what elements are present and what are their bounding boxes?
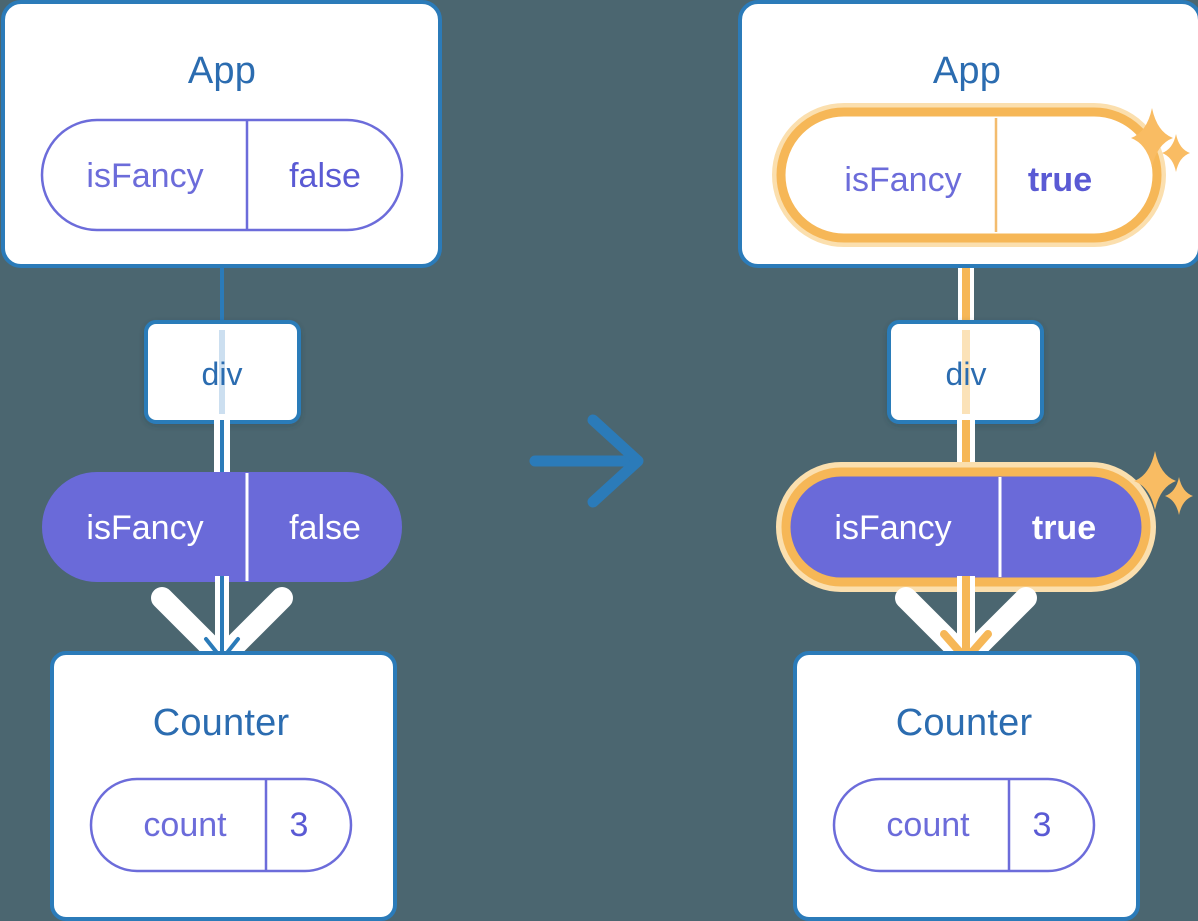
prop-pill-left[interactable] <box>42 472 402 582</box>
arrow-right-icon <box>529 414 644 508</box>
app-state-pill-left[interactable] <box>40 118 404 232</box>
prop-pill-key-left: isFancy <box>86 509 204 547</box>
app-state-pill-value-right: true <box>1027 161 1093 199</box>
app-state-pill-value-left: false <box>289 157 361 195</box>
prop-pill-value-left: false <box>289 509 361 547</box>
app-state-pill-key-right: isFancy <box>844 161 962 199</box>
counter-state-pill-value-right: 3 <box>1032 806 1052 844</box>
counter-state-pill-key-left: count <box>143 806 227 844</box>
app-state-pill-key-left: isFancy <box>86 157 204 195</box>
sparkle-app-state <box>1131 108 1190 172</box>
counter-title-left: Counter <box>152 702 290 744</box>
prop-pill-value-right: true <box>1031 509 1097 547</box>
counter-state-pill-right[interactable] <box>832 777 1096 873</box>
div-node-label-right: div <box>945 356 987 392</box>
counter-state-pill-key-right: count <box>886 806 970 844</box>
app-state-pill-ring-right <box>776 107 1162 243</box>
counter-title-right: Counter <box>895 702 1033 744</box>
counter-state-pill-value-left: 3 <box>289 806 309 844</box>
app-title-left: App <box>187 50 257 92</box>
app-title-right: App <box>932 50 1002 92</box>
sparkle-prop-pill <box>1134 451 1193 515</box>
counter-state-pill-left[interactable] <box>89 777 353 873</box>
div-node-label-left: div <box>201 356 243 392</box>
prop-pill-key-right: isFancy <box>834 509 952 547</box>
